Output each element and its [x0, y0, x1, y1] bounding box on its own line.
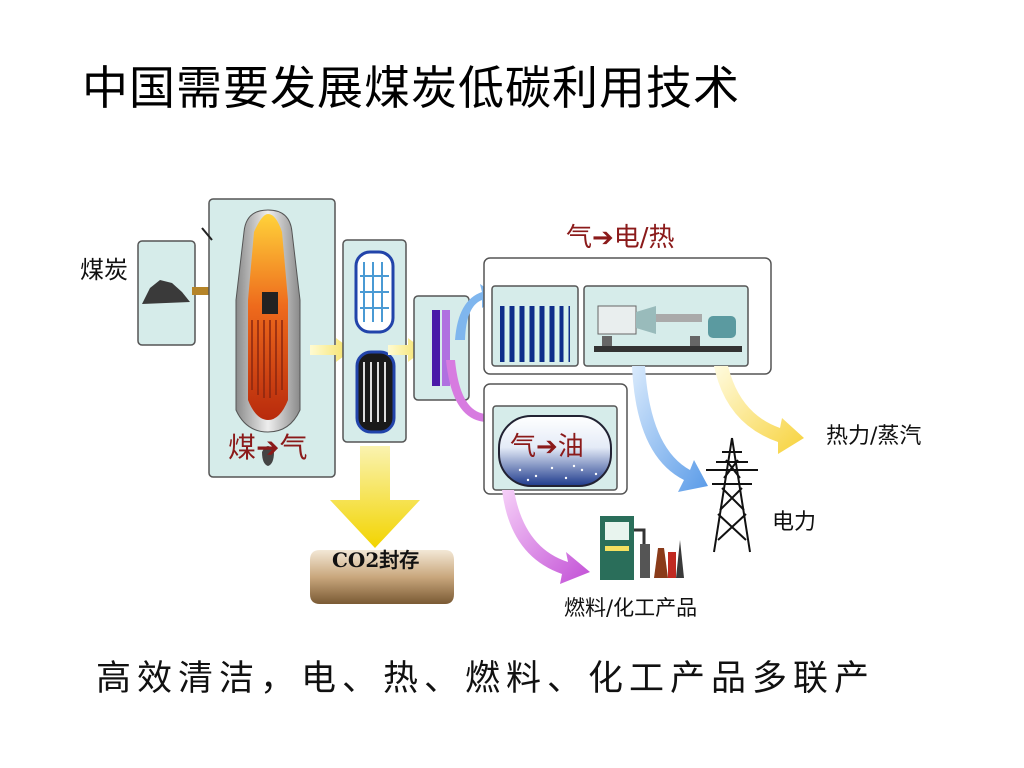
- turbine-cells-icon: [500, 306, 570, 362]
- fuel-pump-icon: [600, 516, 684, 580]
- filter-icon: [355, 350, 396, 434]
- coal-pile-icon: [142, 280, 190, 304]
- heat-exchanger-icon: [354, 250, 395, 334]
- heat-output-arrow: [714, 366, 804, 454]
- gas-arrow-1: [310, 338, 352, 362]
- synfuel-tank-icon: [498, 415, 612, 487]
- liquid-section-label: 气➔油: [510, 432, 584, 462]
- slide-caption: 高效清洁，电、热、燃料、化工产品多联产: [96, 659, 876, 699]
- co2-capture-arrow: [330, 446, 420, 548]
- liquids-to-products-arrow: [502, 490, 590, 584]
- gasifier-label: 煤➔气: [228, 431, 308, 464]
- power-section-label: 气➔电/热: [566, 223, 675, 253]
- page-title: 中国需要发展煤炭低碳利用技术: [82, 61, 740, 115]
- generator-machinery-icon: [594, 305, 742, 352]
- co2-storage-ground: [310, 550, 454, 604]
- power-to-grid-arrow: [632, 366, 708, 492]
- gasifier-pointer: [201, 227, 213, 241]
- splitter-icon: [432, 310, 450, 386]
- splitter-panel: [413, 295, 470, 401]
- coal-label: 煤炭: [80, 256, 128, 284]
- fuel-chemicals-label: 燃料/化工产品: [564, 596, 698, 620]
- power-tower-icon: [706, 437, 758, 553]
- gasifier-vessel-icon: [235, 209, 301, 466]
- electricity-label: 电力: [772, 510, 817, 535]
- heat-steam-label: 热力/蒸汽: [826, 424, 922, 449]
- co2-storage-label: CO2封存: [332, 548, 420, 572]
